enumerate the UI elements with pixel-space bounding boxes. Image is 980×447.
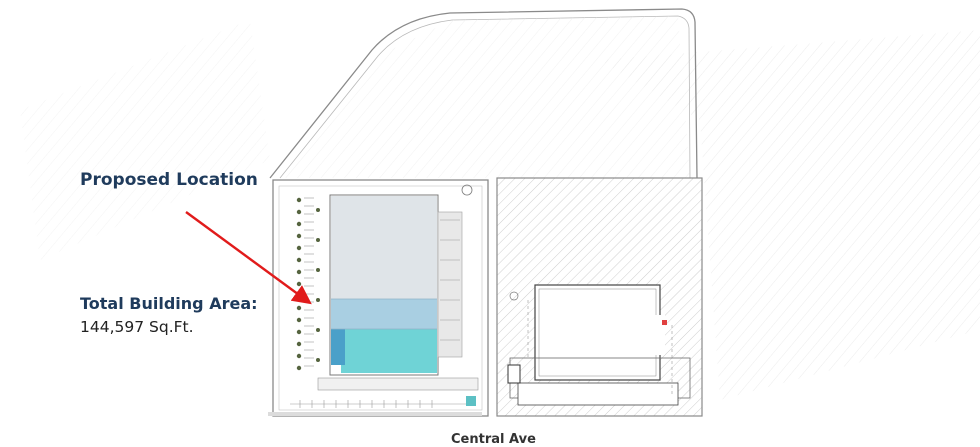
street-label: Central Ave [451, 432, 536, 447]
loading-docks [437, 184, 473, 358]
proposed-location-title: Proposed Location [80, 170, 258, 190]
adjacent-parcel [496, 177, 703, 417]
proposed-building [329, 194, 439, 376]
south-sidewalk [268, 412, 482, 416]
upper-parcel [269, 8, 698, 179]
background-hatch [20, 20, 980, 400]
parking-west [304, 197, 314, 367]
south-parking [290, 377, 479, 408]
total-building-area-value: 144,597 Sq.Ft. [80, 318, 194, 336]
total-building-area-label: Total Building Area: [80, 294, 258, 313]
